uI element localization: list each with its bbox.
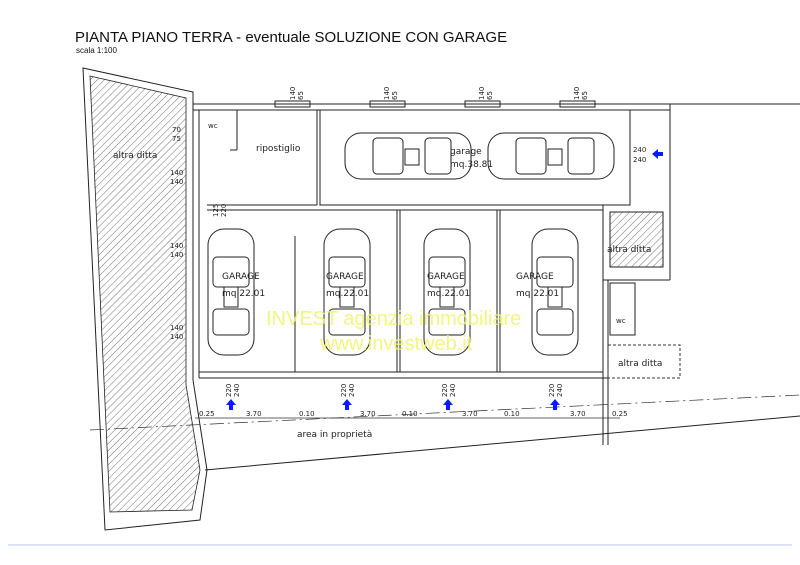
label-altra-ditta-right-top: altra ditta: [607, 245, 651, 255]
svg-text:0.10: 0.10: [299, 410, 315, 418]
arrow-left-icon: [652, 149, 663, 159]
svg-text:220: 220: [225, 384, 233, 397]
svg-text:3.70: 3.70: [570, 410, 586, 418]
garage-door-dimensions: 220 240 220 240 220 240 220 240: [225, 384, 564, 410]
label-ripostiglio: ripostiglio: [256, 144, 301, 154]
svg-text:65: 65: [581, 91, 589, 100]
svg-text:140: 140: [289, 87, 297, 100]
svg-text:220: 220: [548, 384, 556, 397]
label-area-proprieta: area in proprietà: [297, 430, 372, 440]
right-neighbour-dashed: [607, 344, 681, 379]
plan-title: PIANTA PIANO TERRA - eventuale SOLUZIONE…: [75, 29, 508, 46]
label-garage-3-area: mq.22.01: [427, 289, 470, 299]
svg-text:65: 65: [486, 91, 494, 100]
svg-text:240: 240: [348, 384, 356, 397]
svg-text:125: 125: [212, 204, 220, 217]
svg-text:0.25: 0.25: [199, 410, 215, 418]
svg-text:220: 220: [441, 384, 449, 397]
svg-text:240: 240: [633, 156, 646, 164]
walls: [8, 92, 800, 546]
big-garage-door-dimension: 240 240: [633, 146, 663, 164]
svg-text:70: 70: [172, 126, 181, 134]
arrow-up-icon: [342, 399, 352, 410]
label-wc-right: wc: [616, 317, 626, 325]
svg-text:3.70: 3.70: [246, 410, 262, 418]
label-garage-2: GARAGE: [326, 272, 364, 282]
svg-text:3.70: 3.70: [360, 410, 376, 418]
svg-text:220: 220: [340, 384, 348, 397]
right-neighbour-hatch: [609, 211, 664, 268]
svg-text:240: 240: [633, 146, 646, 154]
svg-text:240: 240: [233, 384, 241, 397]
arrow-up-icon: [226, 399, 236, 410]
label-altra-ditta-right-bottom: altra ditta: [618, 359, 662, 369]
svg-text:140: 140: [170, 251, 183, 259]
top-windows: [274, 100, 596, 108]
svg-text:0.25: 0.25: [612, 410, 628, 418]
label-garage-1-area: mq.22.01: [222, 289, 265, 299]
svg-text:0.10: 0.10: [504, 410, 520, 418]
svg-text:140: 140: [573, 87, 581, 100]
svg-text:140: 140: [170, 324, 183, 332]
left-neighbour-hatch: [89, 75, 201, 513]
label-garage-big-area: mq.38.81: [450, 160, 493, 170]
svg-text:240: 240: [449, 384, 457, 397]
car-icon: [487, 132, 615, 180]
svg-text:140: 140: [478, 87, 486, 100]
bottom-dimension-chain: 0.25 3.70 0.10 3.70 0.10 3.70 0.10 3.70 …: [199, 410, 628, 418]
arrow-up-icon: [443, 399, 453, 410]
label-garage-big: garage: [450, 147, 482, 157]
svg-text:3.70: 3.70: [462, 410, 478, 418]
label-garage-4-area: mq.22.01: [516, 289, 559, 299]
svg-text:75: 75: [172, 135, 181, 143]
label-garage-3: GARAGE: [427, 272, 465, 282]
window-dimensions: 140 65 140 65 140 65 140 65: [289, 87, 589, 100]
watermark-line1: INVEST agenzia immobiliare: [266, 308, 521, 330]
label-garage-1: GARAGE: [222, 272, 260, 282]
svg-text:140: 140: [170, 169, 183, 177]
svg-text:140: 140: [170, 333, 183, 341]
label-wc-top: wc: [208, 122, 218, 130]
label-garage-4: GARAGE: [516, 272, 554, 282]
left-opening-dimensions: 70 75 140 140 140 140 140 140 125 220: [170, 126, 228, 341]
svg-text:140: 140: [170, 178, 183, 186]
svg-text:240: 240: [556, 384, 564, 397]
label-garage-2-area: mq.22.01: [326, 289, 369, 299]
svg-text:220: 220: [220, 204, 228, 217]
svg-text:65: 65: [391, 91, 399, 100]
svg-text:0.10: 0.10: [402, 410, 418, 418]
svg-text:65: 65: [297, 91, 305, 100]
watermark-line2: www.investweb.it: [319, 333, 473, 355]
svg-text:140: 140: [383, 87, 391, 100]
label-altra-ditta-left: altra ditta: [113, 151, 157, 161]
wc-right-room: [609, 282, 636, 336]
arrow-up-icon: [550, 399, 560, 410]
plan-scale: scala 1:100: [76, 46, 117, 55]
svg-text:140: 140: [170, 242, 183, 250]
